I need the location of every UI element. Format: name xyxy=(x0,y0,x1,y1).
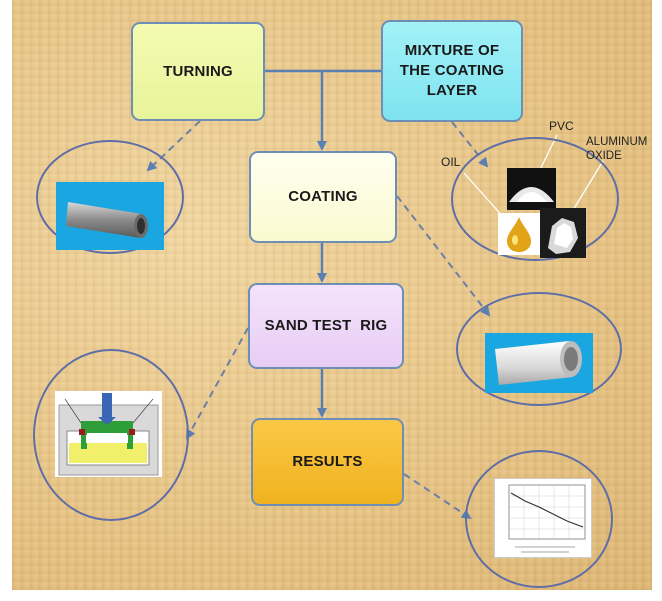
graph-icon xyxy=(508,484,586,553)
aluminum-oxide-label: ALUMINUM OXIDE xyxy=(586,136,648,162)
dashed-sand-to-rig xyxy=(186,327,249,440)
sand-test-rig-box: SAND TEST RIG xyxy=(248,283,404,369)
oil-image xyxy=(498,213,540,255)
coating-label: COATING xyxy=(288,188,358,205)
coating-box: COATING xyxy=(249,151,397,243)
coated-pipe-icon xyxy=(495,341,582,385)
results-box: RESULTS xyxy=(251,418,404,506)
mixture-label: MIXTURE OF THE COATING LAYER xyxy=(399,42,505,99)
turned-tube-image xyxy=(56,182,164,250)
turning-label: TURNING xyxy=(163,62,233,80)
results-graph-circle xyxy=(465,450,613,588)
pipe-icon xyxy=(66,202,148,238)
dashed-results-to-graph xyxy=(403,473,472,520)
dashed-mixture-to-materials xyxy=(451,121,489,168)
oil-drop-icon xyxy=(507,217,531,252)
pvc-label: PVC xyxy=(549,119,574,133)
turning-box: TURNING xyxy=(131,22,265,121)
results-label: RESULTS xyxy=(292,453,363,470)
turned-tube-circle xyxy=(36,140,184,254)
test-rig-circle xyxy=(33,349,189,521)
coated-tube-circle xyxy=(456,292,622,406)
aluminum-oxide-image xyxy=(540,208,586,258)
mixture-box: MIXTURE OF THE COATING LAYER xyxy=(381,20,523,122)
materials-circle xyxy=(451,137,619,261)
pvc-powder-icon xyxy=(509,187,554,202)
aluminum-oxide-icon xyxy=(548,218,578,254)
test-rig-icon xyxy=(55,391,162,477)
coated-tube-image xyxy=(485,333,593,393)
results-graph-image xyxy=(494,478,592,558)
sand-test-rig-label: SAND TEST RIG xyxy=(264,317,388,334)
dashed-coating-to-tube xyxy=(396,195,491,317)
oil-label: OIL xyxy=(441,155,461,169)
test-rig-image xyxy=(55,391,162,477)
pvc-powder-image xyxy=(507,168,556,210)
